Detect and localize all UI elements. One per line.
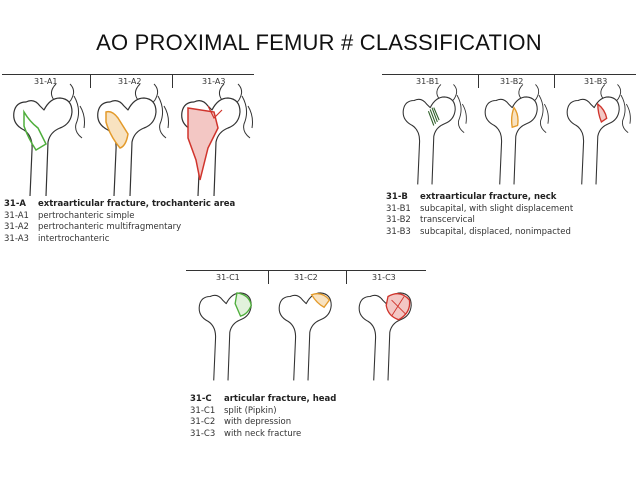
- label-31-b2: 31-B2: [500, 77, 524, 86]
- legend-heading-code: 31-C: [190, 394, 212, 404]
- label-31-a3: 31-A3: [202, 77, 226, 86]
- group-b-legend: 31-B extraarticular fracture, neck 31-B1 s…: [386, 192, 573, 238]
- label-31-a2: 31-A2: [118, 77, 142, 86]
- legend-heading-text: extraarticular fracture, trochanteric ar…: [38, 199, 236, 209]
- femur-31-a1-illustration: [13, 83, 85, 197]
- femur-31-a3-illustration: [181, 83, 253, 197]
- legend-text: with neck fracture: [224, 428, 302, 439]
- divider-tick: [90, 74, 91, 88]
- group-a-panel: 31-A1 31-A2 31-A3: [2, 74, 254, 197]
- legend-code: 31-C3: [190, 428, 216, 439]
- legend-code: 31-B1: [386, 203, 411, 214]
- divider-tick: [554, 74, 555, 88]
- legend-code: 31-A2: [4, 222, 29, 232]
- legend-text: subcapital, displaced, nonimpacted: [420, 226, 571, 237]
- divider-tick: [346, 270, 347, 284]
- legend-text: subcapital, with slight displacement: [420, 203, 574, 214]
- label-31-b1: 31-B1: [416, 77, 440, 86]
- legend-code: 31-C1: [190, 405, 216, 416]
- slide-title: AO PROXIMAL FEMUR # CLASSIFICATION: [96, 30, 542, 55]
- legend-text: intertrochanteric: [38, 233, 110, 244]
- label-31-c1: 31-C1: [216, 273, 240, 282]
- label-31-a1: 31-A1: [34, 77, 58, 86]
- legend-text: transcervical: [420, 215, 475, 225]
- legend-code: 31-C2: [190, 417, 216, 427]
- femur-31-c3-illustration: [358, 292, 412, 381]
- group-b-panel: 31-B1 31-B2 31-B3: [382, 74, 636, 194]
- legend-heading-text: articular fracture, head: [224, 394, 337, 404]
- legend-code: 31-B2: [386, 215, 411, 225]
- group-c-legend: 31-C articular fracture, head 31-C1 split …: [190, 394, 336, 440]
- legend-heading-code: 31-A: [4, 199, 26, 209]
- divider-line: [382, 74, 636, 75]
- group-c-panel: 31-C1 31-C2 31-C3: [186, 270, 426, 390]
- label-31-c2: 31-C2: [294, 273, 318, 282]
- femur-31-b3-illustration: [566, 83, 631, 185]
- legend-text: with depression: [224, 417, 292, 427]
- femur-31-a2-illustration: [97, 83, 169, 197]
- divider-line: [2, 74, 254, 75]
- legend-heading-text: extraarticular fracture, neck: [420, 192, 557, 202]
- legend-heading-code: 31-B: [386, 192, 408, 202]
- legend-text: pertrochanteric multifragmentary: [38, 222, 182, 232]
- divider-line: [186, 270, 426, 271]
- legend-text: split (Pipkin): [224, 405, 277, 416]
- femur-31-c1-illustration: [198, 292, 252, 381]
- divider-tick: [478, 74, 479, 88]
- femur-31-b2-illustration: [484, 83, 549, 185]
- legend-code: 31-A3: [4, 233, 29, 244]
- divider-tick: [268, 270, 269, 284]
- group-a-legend: 31-A extraarticular fracture, trochanteri…: [4, 199, 235, 245]
- divider-tick: [172, 74, 173, 88]
- femur-31-b1-illustration: [402, 83, 467, 185]
- legend-code: 31-A1: [4, 210, 29, 221]
- label-31-b3: 31-B3: [584, 77, 608, 86]
- legend-text: pertrochanteric simple: [38, 210, 135, 221]
- label-31-c3: 31-C3: [372, 273, 396, 282]
- legend-code: 31-B3: [386, 226, 411, 237]
- femur-31-c2-illustration: [278, 292, 332, 381]
